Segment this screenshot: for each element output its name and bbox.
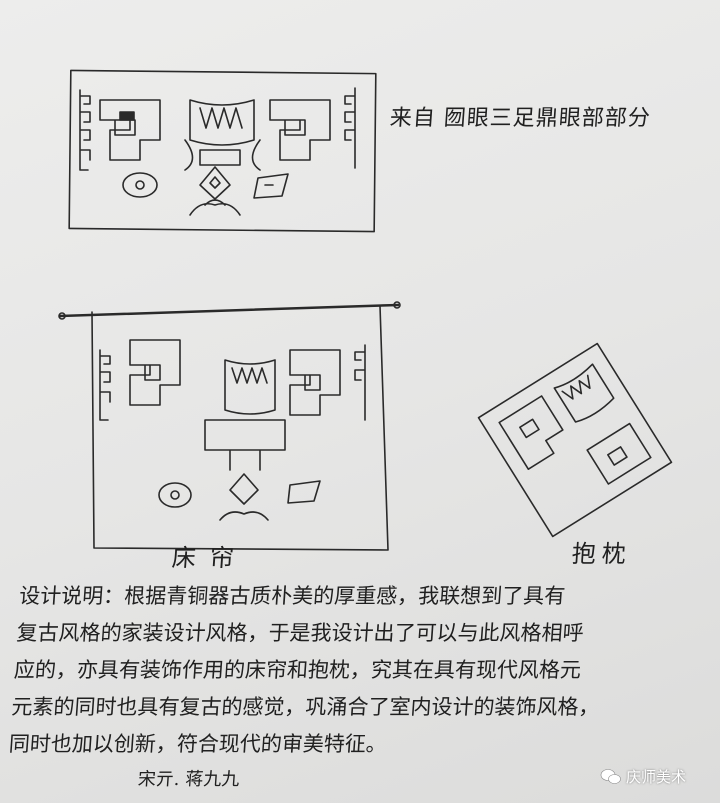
- description-line: 元素的同时也具有复古的感觉，巩涌合了室内设计的装饰风格，: [10, 695, 601, 719]
- curtain-label: 床帘: [170, 544, 249, 572]
- watermark: 庆师美术: [600, 766, 686, 787]
- bronze-motif-panel: [68, 69, 377, 233]
- curtain-sketch: [58, 301, 401, 551]
- top-caption: 来自 囫眼三足鼎眼部部分: [388, 106, 652, 131]
- watermark-text: 庆师美术: [626, 768, 687, 786]
- pillow-label: 抱枕: [570, 540, 633, 568]
- design-description: 设计说明：根据青铜器古质朴美的厚重感，我联想到了具有 复古风格的家装设计风格，于…: [8, 578, 720, 763]
- wechat-icon: [600, 768, 621, 784]
- description-line: 应的，亦具有装饰作用的床帘和抱枕，究其在具有现代风格元: [13, 658, 582, 682]
- pillow-sketch: [477, 342, 673, 538]
- description-line: 设计说明：根据青铜器古质朴美的厚重感，我联想到了具有: [18, 584, 567, 608]
- description-line: 复古风格的家装设计风格，于是我设计出了可以与此风格相呼: [15, 621, 585, 645]
- description-line: 同时也加以创新，符合现代的审美特征。: [8, 732, 388, 756]
- signature: 宋亓. 蒋九九: [137, 769, 241, 790]
